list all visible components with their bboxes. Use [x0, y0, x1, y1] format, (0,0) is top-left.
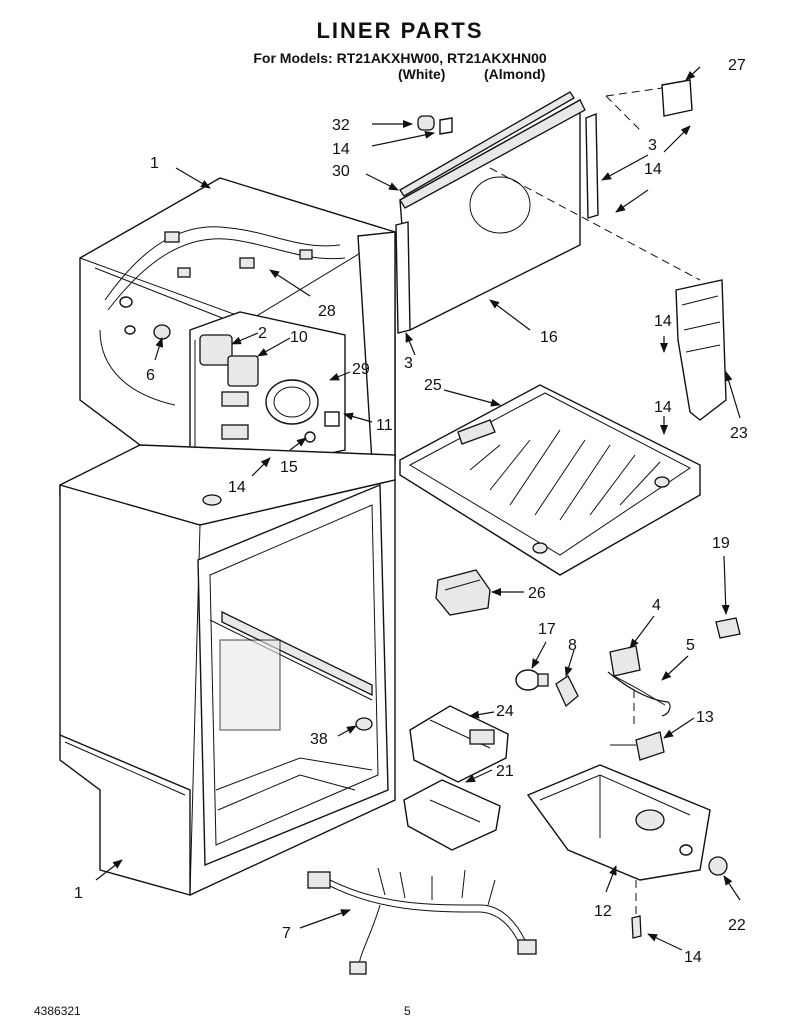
callout-7: 7	[282, 925, 291, 942]
fresh-food-liner	[59, 479, 396, 896]
model-numbers: For Models: RT21AKXHW00, RT21AKXHN00	[253, 50, 547, 66]
clip	[715, 617, 741, 639]
evaporator-cover	[395, 91, 599, 334]
callout-28: 28	[318, 303, 336, 320]
callout-2: 2	[258, 325, 267, 342]
freezer-liner	[59, 177, 396, 526]
callout-11: 11	[376, 417, 393, 434]
light-bulb	[515, 669, 549, 691]
air-tower	[675, 279, 727, 421]
callout-29: 29	[352, 361, 370, 378]
callout-5: 5	[686, 637, 695, 654]
callout-23: 23	[730, 425, 748, 442]
crisper-shelf	[399, 384, 701, 576]
callout-32: 32	[332, 117, 350, 134]
control-housing	[526, 764, 711, 881]
callout-15: 15	[280, 459, 298, 476]
callout-26: 26	[528, 585, 546, 602]
callout-24: 24	[496, 703, 514, 720]
callout-1-bottom: 1	[74, 885, 83, 902]
callout-14-c: 14	[654, 313, 672, 330]
leader-lines	[95, 66, 741, 951]
callout-25: 25	[424, 377, 442, 394]
callout-19: 19	[712, 535, 730, 552]
light-shield	[555, 675, 579, 708]
page-number: 5	[404, 1004, 411, 1018]
callout-14-d: 14	[654, 399, 672, 416]
callout-12: 12	[594, 903, 612, 920]
callout-8: 8	[568, 637, 577, 654]
part-21-bracket	[403, 779, 501, 851]
callout-14-f: 14	[684, 949, 702, 966]
light-socket	[417, 115, 453, 135]
callout-16: 16	[540, 329, 558, 346]
light-switch	[610, 731, 665, 761]
callout-4: 4	[652, 597, 661, 614]
control-knob	[708, 856, 728, 876]
callout-1-top: 1	[150, 155, 159, 172]
callout-labels: 27 32 14 1 30 3 14 28 16 2 10 14 3 6 29 …	[74, 57, 748, 966]
grommet	[355, 717, 373, 731]
color-white-label: (White)	[398, 66, 446, 82]
callout-17: 17	[538, 621, 556, 638]
callout-38: 38	[310, 731, 328, 748]
callout-30: 30	[332, 163, 350, 180]
callout-14-b: 14	[644, 161, 662, 178]
callout-6: 6	[146, 367, 155, 384]
screw	[631, 915, 642, 939]
callout-3-upper: 3	[648, 137, 657, 154]
thermostat	[609, 645, 641, 677]
model-colors: (White) (Almond)	[398, 66, 578, 82]
part-26-bracket	[435, 569, 491, 616]
callout-27: 27	[728, 57, 746, 74]
callout-21: 21	[496, 763, 514, 780]
color-almond-label: (Almond)	[484, 66, 546, 82]
wire-harness	[307, 867, 537, 975]
part-24-housing	[409, 705, 509, 783]
callout-14-a: 14	[332, 141, 350, 158]
callout-22: 22	[728, 917, 746, 934]
cover-plate	[661, 79, 693, 117]
callout-14-e: 14	[228, 479, 246, 496]
callout-13: 13	[696, 709, 714, 726]
callout-10: 10	[290, 329, 308, 346]
page-title: LINER PARTS	[316, 18, 484, 43]
callout-3-lower: 3	[404, 355, 413, 372]
document-number: 4386321	[34, 1004, 81, 1018]
